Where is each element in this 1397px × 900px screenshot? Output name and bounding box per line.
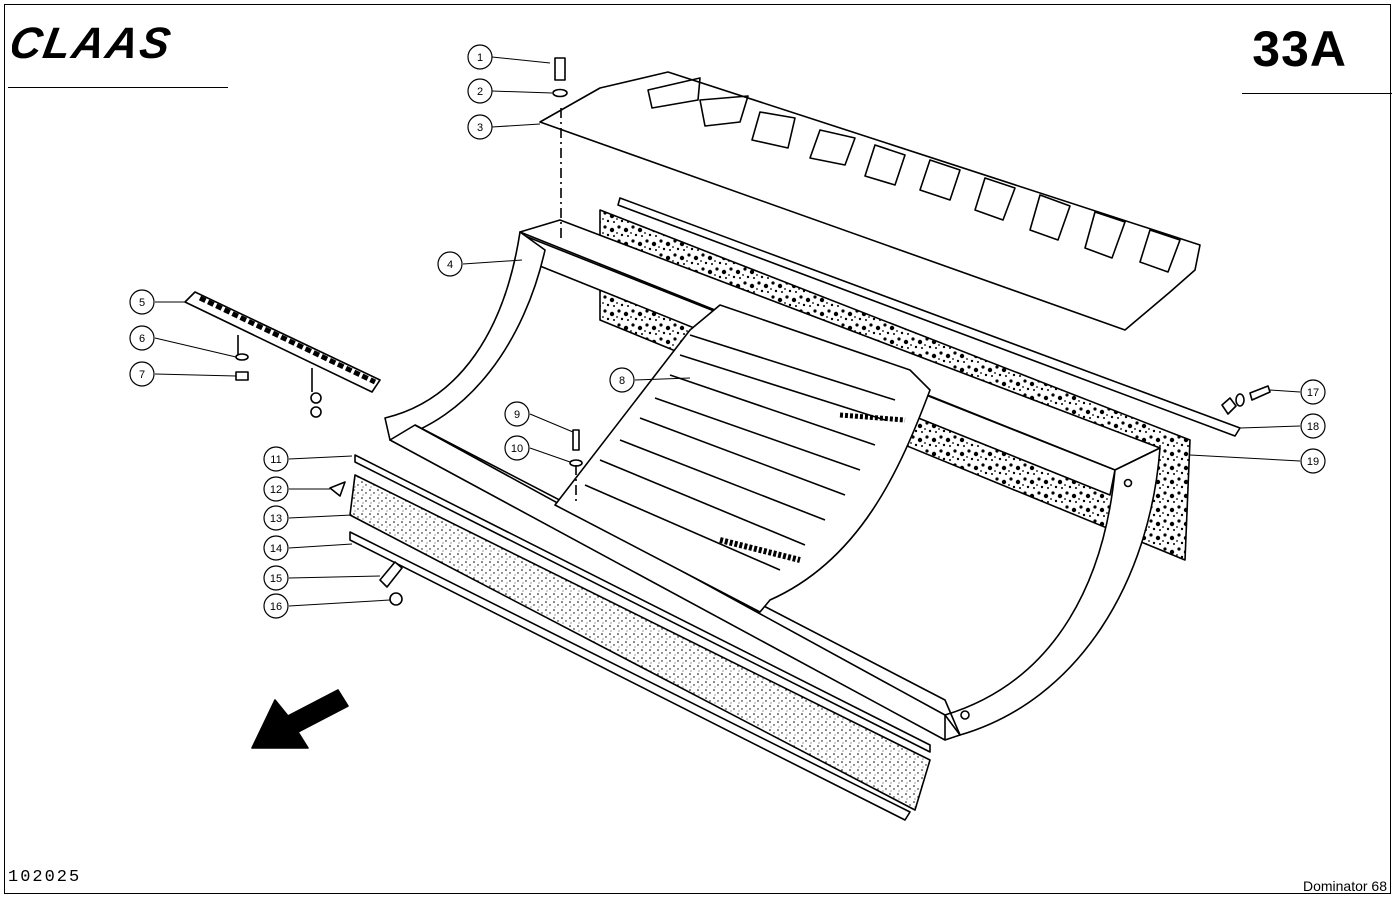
callout-19: 19 — [1300, 448, 1326, 474]
callout-circle — [609, 367, 635, 393]
callout-11: 11 — [263, 446, 289, 472]
drawing-frame — [4, 4, 1391, 894]
callout-circle — [129, 289, 155, 315]
document-number: 102025 — [8, 868, 82, 887]
callout-15: 15 — [263, 565, 289, 591]
top-cover-plate — [539, 71, 1201, 331]
callout-12: 12 — [263, 476, 289, 502]
callout-number: 12 — [270, 484, 282, 496]
callout-4: 4 — [437, 251, 463, 277]
callout-number: 1 — [477, 52, 483, 64]
callout-circle — [263, 565, 289, 591]
callout-number: 17 — [1307, 387, 1319, 399]
callout-9: 9 — [504, 401, 530, 427]
callout-circle — [263, 505, 289, 531]
callout-number: 7 — [139, 369, 145, 381]
callout-number: 14 — [270, 543, 282, 555]
callout-number: 2 — [477, 86, 483, 98]
callout-13: 13 — [263, 505, 289, 531]
callout-number: 8 — [619, 375, 625, 387]
callout-circle — [1300, 413, 1326, 439]
rasp-bar — [184, 291, 381, 393]
callout-number: 10 — [511, 443, 523, 455]
rear-rail — [617, 197, 1241, 437]
front-strip-11 — [354, 454, 931, 753]
callout-7: 7 — [129, 361, 155, 387]
claas-logo: CLAAS — [12, 22, 176, 66]
callout-circle — [1300, 448, 1326, 474]
callout-8: 8 — [609, 367, 635, 393]
callout-16: 16 — [263, 593, 289, 619]
callout-circle — [263, 593, 289, 619]
callout-number: 9 — [514, 409, 520, 421]
callout-circle — [263, 476, 289, 502]
callout-leaders — [154, 56, 1301, 607]
callout-circle — [467, 114, 493, 140]
callout-6: 6 — [129, 325, 155, 351]
callout-number: 18 — [1307, 421, 1319, 433]
claas-logo-text: CLAAS — [12, 22, 176, 66]
front-strip-14 — [349, 531, 911, 821]
callout-circle — [263, 535, 289, 561]
callout-14: 14 — [263, 535, 289, 561]
callout-18: 18 — [1300, 413, 1326, 439]
page-number-rule — [1242, 93, 1392, 94]
callout-number: 4 — [447, 259, 453, 271]
callout-circle — [467, 78, 493, 104]
callout-number: 15 — [270, 573, 282, 585]
hardware — [235, 57, 1271, 606]
callout-number: 5 — [139, 297, 145, 309]
model-name: Dominator 68 — [1302, 878, 1387, 894]
travel-direction-arrow-icon — [251, 689, 349, 749]
concave-grate — [554, 304, 931, 613]
callout-circle — [504, 435, 530, 461]
callout-10: 10 — [504, 435, 530, 461]
callout-circle — [437, 251, 463, 277]
callout-1: 1 — [467, 44, 493, 70]
callout-circle — [129, 325, 155, 351]
callout-3: 3 — [467, 114, 493, 140]
callout-17: 17 — [1300, 379, 1326, 405]
callout-number: 6 — [139, 333, 145, 345]
callout-5: 5 — [129, 289, 155, 315]
callout-circle — [129, 361, 155, 387]
brand-rule — [8, 87, 228, 88]
front-seal-13 — [349, 474, 931, 811]
callout-number: 13 — [270, 513, 282, 525]
callout-circle — [467, 44, 493, 70]
callout-number: 16 — [270, 601, 282, 613]
callout-number: 3 — [477, 122, 483, 134]
callout-circle — [263, 446, 289, 472]
page-number: 33A — [1252, 21, 1347, 77]
callout-2: 2 — [467, 78, 493, 104]
callout-circle — [504, 401, 530, 427]
callout-number: 19 — [1307, 456, 1319, 468]
callout-circle — [1300, 379, 1326, 405]
callout-number: 11 — [270, 454, 281, 466]
